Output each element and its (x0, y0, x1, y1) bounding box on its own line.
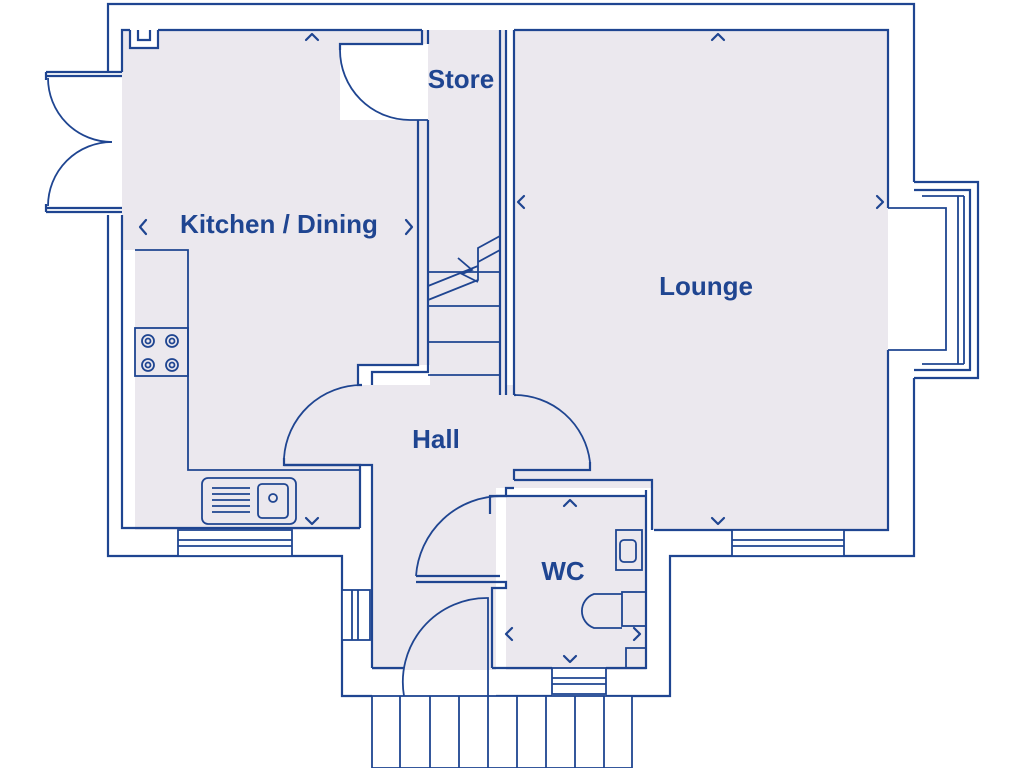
kitchen-window (177, 529, 293, 557)
dimension-markers (138, 32, 885, 664)
interior-walls (128, 30, 654, 668)
kitchen-units (134, 249, 360, 525)
hall-window (341, 589, 371, 641)
label-store: Store (428, 64, 494, 94)
floor-lounge (514, 30, 888, 530)
porch-step (371, 695, 633, 768)
windows (177, 529, 845, 695)
floor-areas (122, 30, 888, 670)
label-lounge: Lounge (659, 271, 753, 301)
floor-kitchen-dining (122, 30, 422, 530)
french-door-upper (47, 77, 113, 143)
french-door-lower (47, 141, 113, 207)
bay-window (888, 180, 980, 380)
wc-door (415, 495, 503, 577)
kitchen-hall-door (283, 384, 363, 459)
label-kitchen-dining: Kitchen / Dining (180, 209, 378, 239)
floor-store-stairs (420, 30, 506, 395)
store-door (339, 49, 428, 121)
label-wc: WC (541, 556, 585, 586)
hob (134, 327, 189, 377)
front-door (401, 597, 489, 697)
floor-hall (302, 385, 590, 670)
room-labels: Kitchen / Dining Store Lounge Hall WC (180, 64, 753, 586)
lounge-hall-door (513, 394, 591, 463)
toilet-bowl (581, 593, 622, 629)
exterior-walls (106, 2, 916, 698)
lounge-window (731, 529, 845, 557)
basin (615, 529, 643, 571)
staircase (427, 234, 501, 376)
hob-rings (141, 334, 179, 372)
door-swings (44, 49, 591, 697)
cistern (621, 591, 647, 627)
wc-fixtures (581, 529, 647, 669)
wc-window (551, 667, 607, 695)
floor-wc (506, 496, 646, 670)
label-hall: Hall (412, 424, 460, 454)
sink (201, 477, 297, 525)
